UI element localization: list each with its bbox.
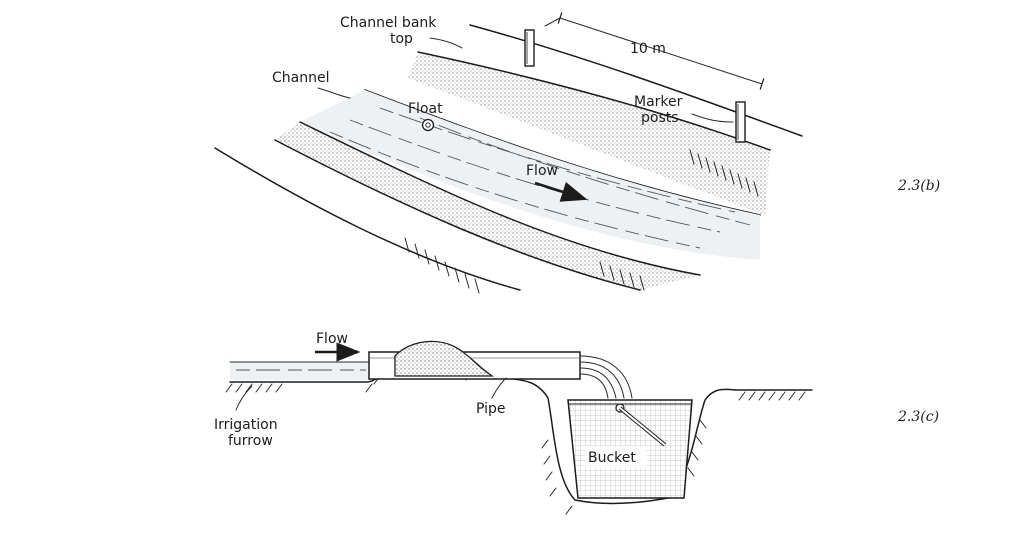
channel-leader [317, 87, 351, 99]
float-label: Float [408, 101, 443, 117]
figure-c-number: 2.3(c) [897, 409, 939, 425]
marker-label-1: Marker [634, 94, 683, 110]
lower-bank-outer-edge [274, 139, 641, 291]
distance-label: 10 m [630, 41, 666, 57]
furrow-water [230, 362, 370, 380]
figure-c: Flow Pipe Irrigation furrow Bucket 2.3(c… [214, 331, 939, 515]
pipe-label: Pipe [476, 401, 506, 417]
marker-post-2 [735, 101, 746, 143]
figure-b: Channel bank top 10 m Channel Float Mark… [214, 12, 940, 294]
marker-post-1 [524, 29, 535, 67]
channel-water [300, 90, 760, 260]
marker-leader [691, 113, 734, 123]
bank-top-label-1: Channel bank [340, 15, 437, 31]
water-jet [579, 355, 633, 399]
ground-hatching [225, 363, 806, 515]
lower-bank-water-edge [299, 121, 701, 276]
distance-dimension-line [557, 12, 765, 90]
furrow-leader [235, 385, 253, 411]
channel-label: Channel [272, 70, 329, 86]
pipe-soil-cover [394, 340, 495, 377]
furrow-label-1: Irrigation [214, 417, 278, 433]
flow-arrow-b [534, 181, 588, 202]
flow-label-c: Flow [316, 331, 348, 347]
bucket-label: Bucket [588, 450, 636, 466]
upper-bank-water-edge [364, 89, 761, 216]
marker-label-2: posts [641, 110, 679, 126]
water-ripples [329, 107, 751, 249]
bank-hatching [404, 149, 759, 294]
bank-top-leader [429, 37, 463, 49]
dimension-arrow-left [544, 17, 561, 27]
lower-bank-strip [275, 122, 700, 290]
pipe-leader [491, 377, 507, 399]
bank-top-label-2: top [390, 31, 413, 47]
upper-bank-top-edge [417, 51, 771, 151]
figure-b-number: 2.3(b) [897, 178, 940, 194]
left-ground-line [214, 147, 521, 291]
float-icon [421, 118, 435, 132]
bucket [567, 399, 693, 499]
flow-label-b: Flow [526, 163, 558, 179]
upper-bank-strip [408, 52, 770, 215]
furrow-label-2: furrow [228, 433, 273, 449]
